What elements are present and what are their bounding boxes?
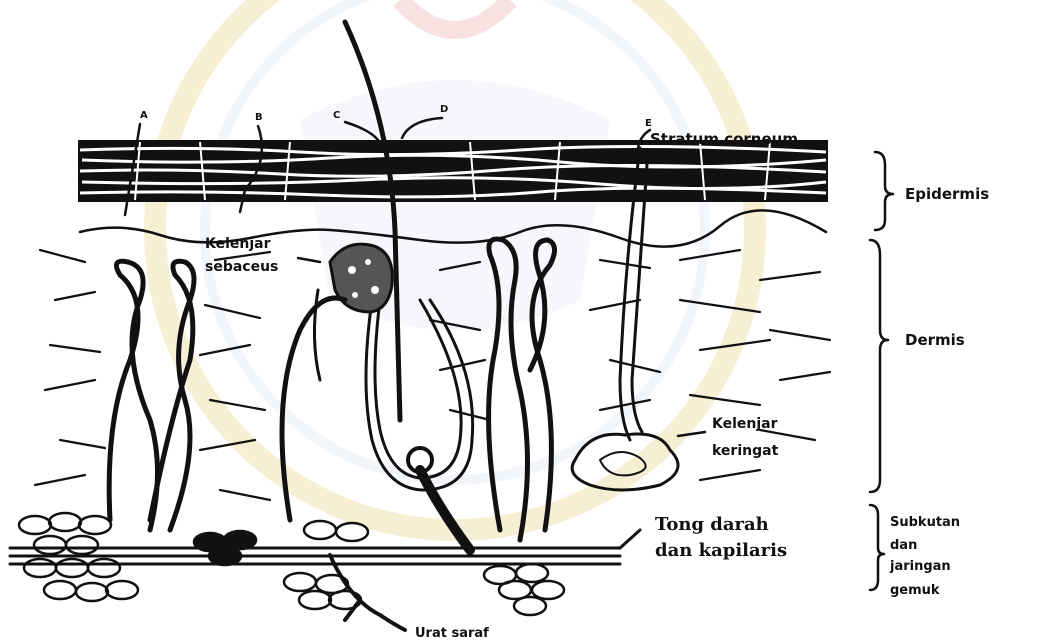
label-subkutan-1: Subkutan [890,515,960,530]
label-pembuluh-1: Tong darah [655,514,769,535]
label-stratum-corneum: Stratum corneum [650,130,798,148]
label-kelenjar-keringat-2: keringat [712,443,779,459]
label-subkutan-4: gemuk [890,583,940,598]
label-kelenjar-sebaceus-1: Kelenjar [205,236,271,252]
label-kelenjar-keringat-1: Kelenjar [712,416,778,432]
label-subkutan-2: dan [890,538,917,553]
marker-e: E [645,118,652,129]
label-urat-saraf: Urat saraf [415,626,489,641]
sebaceus-leader-line [298,258,320,262]
label-epidermis: Epidermis [905,185,989,203]
marker-a: A [140,110,148,121]
marker-c: C [333,110,340,121]
capillary-loop-left [109,261,194,530]
label-pembuluh-2: dan kapilaris [655,540,787,561]
label-subkutan-3: jaringan [889,559,951,574]
label-dermis: Dermis [905,331,965,349]
marker-d: D [440,104,448,115]
label-kelenjar-sebaceus-2: sebaceus [205,259,278,275]
marker-b: B [255,112,263,123]
